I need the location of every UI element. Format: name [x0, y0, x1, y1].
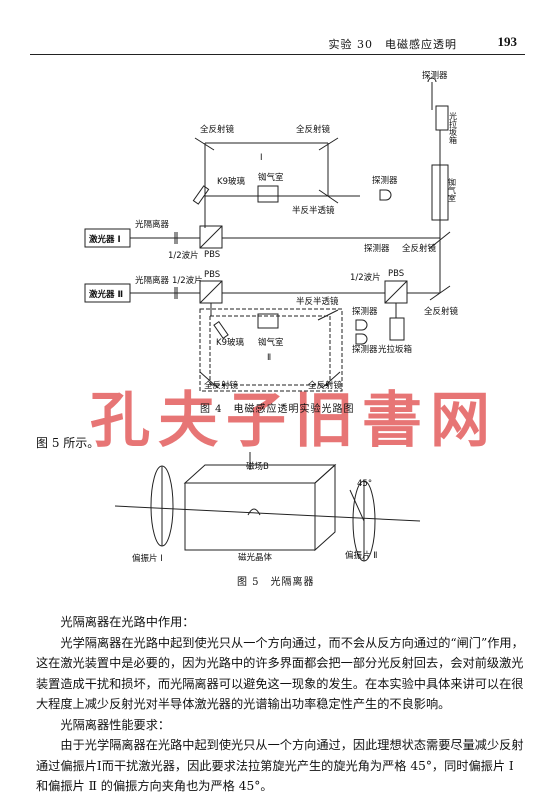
- figure-4-caption: 图 4 电磁感应透明实验光路图: [200, 404, 355, 415]
- label-wave-1: 1/2波片: [168, 250, 199, 261]
- label-roman-2: Ⅱ: [267, 353, 271, 363]
- label-laser-1: 激光器 Ⅰ: [89, 234, 121, 245]
- label-crystal: 磁光晶体: [238, 552, 273, 563]
- label-pbs-3: PBS: [388, 269, 404, 279]
- label-cell-top: 铷气室: [258, 172, 284, 183]
- label-mirror-br: 全反射镜: [308, 380, 343, 391]
- page-header: 实验 30 电磁感应透明 193: [0, 0, 555, 60]
- label-cell-bottom: 铷气室: [258, 337, 284, 348]
- label-pbs-2: PBS: [204, 270, 220, 280]
- figure-5-caption: 图 5 光隔离器: [237, 577, 315, 588]
- label-pol-2: 偏振片 Ⅱ: [345, 550, 377, 561]
- label-isolator-1: 光隔离器: [135, 219, 170, 230]
- label-mirror-tr: 全反射镜: [296, 124, 331, 135]
- label-cell-right: 铷气室: [448, 177, 457, 202]
- label-det-top: 探测器: [372, 175, 398, 186]
- label-mirror-r: 全反射镜: [424, 306, 459, 317]
- watermark: 孔夫子旧書网: [90, 386, 498, 456]
- paragraph-1: 光隔离器在光路中作用：: [60, 615, 195, 629]
- body-text: 光隔离器在光路中作用： 光学隔离器在光路中起到使光只从一个方向通过，而不会从反方…: [36, 612, 526, 797]
- header-rule: [30, 54, 525, 55]
- label-isolator-2: 光隔离器: [135, 275, 170, 286]
- label-det-mid: 探测器: [364, 243, 390, 254]
- label-field: 磁场B: [246, 461, 269, 472]
- label-bs-bottom: 半反半透镜: [296, 296, 339, 307]
- label-fp-bottom: 光拉坂箱: [378, 344, 413, 355]
- label-det-topright: 探测器: [422, 70, 448, 81]
- label-pbs-1: PBS: [204, 250, 220, 260]
- label-bs-top: 半反半透镜: [292, 205, 335, 216]
- label-wave-3: 1/2波片: [350, 272, 381, 283]
- label-k9-top: K9玻璃: [217, 176, 245, 187]
- label-det-b2: 探测器: [352, 344, 378, 355]
- label-det-b1: 探测器: [352, 306, 378, 317]
- page-number: 193: [497, 34, 518, 49]
- label-mirror-mid: 全反射镜: [402, 243, 437, 254]
- label-angle: 45°: [357, 479, 372, 489]
- header-section: 实验 30 电磁感应透明: [328, 38, 457, 51]
- label-k9-bottom: K9玻璃: [216, 337, 244, 348]
- paragraph-4: 由于光学隔离器在光路中起到使光只从一个方向通过，因此理想状态需要尽量减少反射通过…: [36, 738, 524, 793]
- paragraph-3: 光隔离器性能要求：: [60, 717, 171, 732]
- label-mirror-bl: 全反射镜: [204, 380, 239, 391]
- label-laser-2: 激光器 Ⅱ: [89, 289, 123, 300]
- label-roman-1: Ⅰ: [260, 153, 263, 163]
- figure-5-reference: 图 5 所示。: [36, 436, 100, 450]
- paragraph-2: 光学隔离器在光路中起到使光只从一个方向通过，而不会从反方向通过的“闸门”作用，这…: [36, 635, 524, 712]
- label-wave-2: 1/2波片: [172, 275, 203, 286]
- label-mirror-tl: 全反射镜: [200, 124, 235, 135]
- label-fp-top: 光拉坂箱: [449, 111, 458, 145]
- label-pol-1: 偏振片 Ⅰ: [132, 553, 163, 564]
